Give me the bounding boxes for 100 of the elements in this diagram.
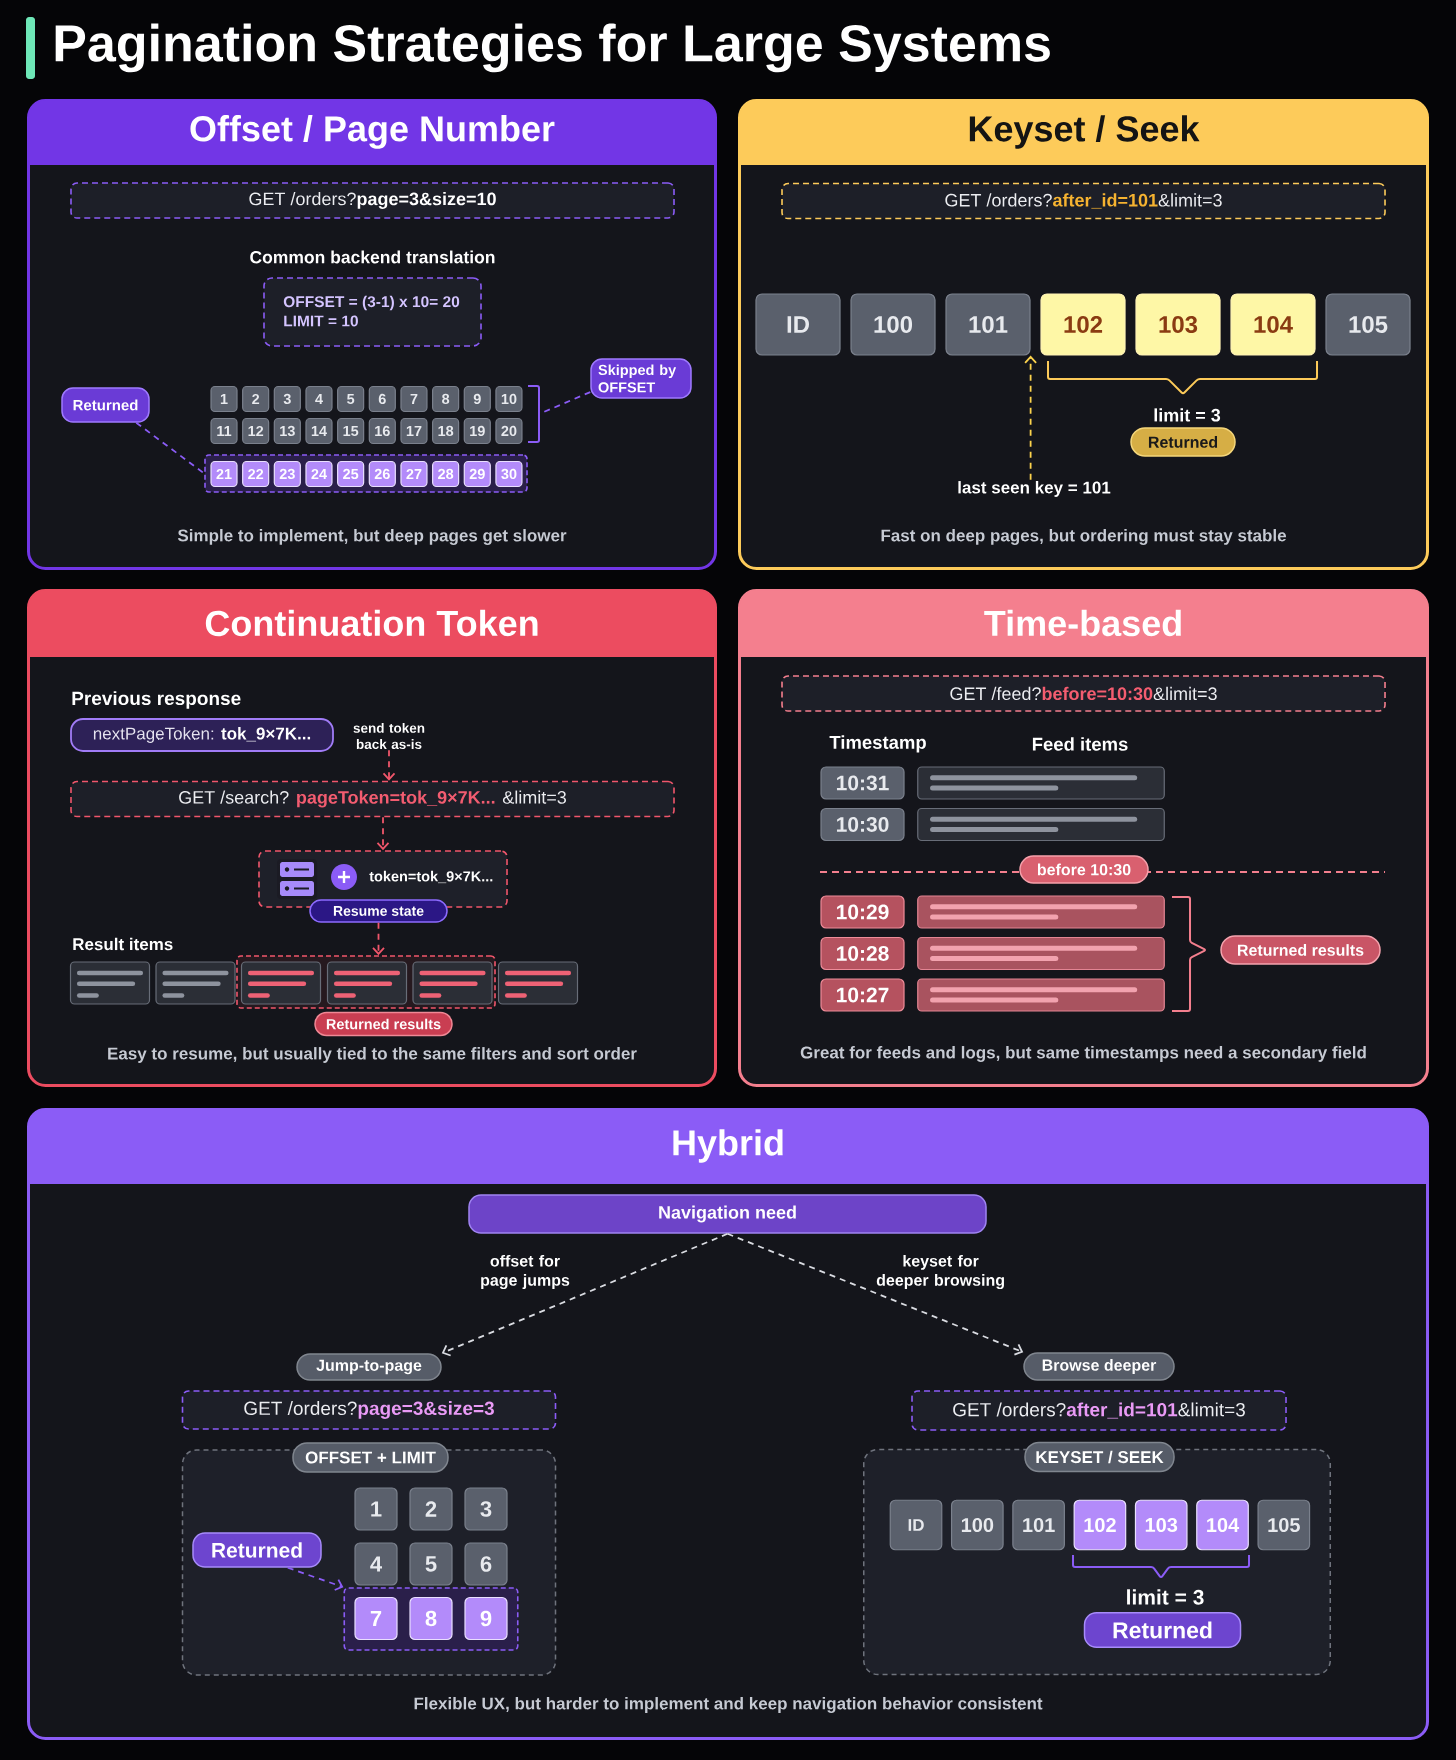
number-tile: 21 xyxy=(210,460,238,488)
number-tile: 11 xyxy=(210,417,238,445)
badge: Jump-to-page xyxy=(296,1353,442,1381)
arrow xyxy=(372,921,385,956)
feed-card xyxy=(917,766,1165,800)
id-tile: 105 xyxy=(1257,1499,1311,1551)
column-heading: Feed items xyxy=(1032,737,1128,751)
badge: Returned results xyxy=(1220,935,1381,965)
number-tile: 16 xyxy=(368,417,396,445)
limit-text: limit = 3 xyxy=(1127,1589,1204,1605)
number-tile: 29 xyxy=(463,460,491,488)
number-tile: 6 xyxy=(368,385,396,413)
badge: before 10:30 xyxy=(1019,855,1149,884)
section-heading: Common backend translation xyxy=(250,250,495,264)
edge-label: keyset for deeper browsing xyxy=(876,1254,1004,1290)
limit-text: limit = 3 xyxy=(1154,408,1221,422)
feed-card xyxy=(917,936,1165,971)
bracket xyxy=(527,385,540,443)
number-tile: 15 xyxy=(337,417,365,445)
id-tile: 103 xyxy=(1135,293,1221,356)
number-tile: 8 xyxy=(432,385,460,413)
note-text: last seen key = 101 xyxy=(958,481,1111,497)
number-tile: 9 xyxy=(463,385,491,413)
id-tile: 104 xyxy=(1230,293,1316,356)
note-text: send token back as-is xyxy=(353,722,425,750)
arrow xyxy=(441,1232,729,1357)
section-heading: Result items xyxy=(73,937,173,951)
badge: Resume state xyxy=(309,899,448,923)
result-card xyxy=(497,961,579,1005)
result-card xyxy=(412,961,493,1005)
request-box: GET /orders?after_id=101&limit=3 xyxy=(911,1390,1287,1431)
column-heading: Timestamp xyxy=(829,735,926,753)
number-tile: 20 xyxy=(495,417,523,445)
number-tile: 28 xyxy=(432,460,460,488)
number-tile: 25 xyxy=(337,460,365,488)
id-tile: ID xyxy=(755,293,841,356)
arrow xyxy=(726,1232,1024,1356)
number-tile: 19 xyxy=(463,417,491,445)
summary-text: Simple to implement, but deep pages get slower xyxy=(177,529,567,545)
request-box: GET /orders?page=3&size=3 xyxy=(181,1390,557,1430)
timestamp-tile: 10:27 xyxy=(820,978,905,1012)
panel-header: Hybrid xyxy=(28,1109,1428,1184)
summary-text: Fast on deep pages, but ordering must stay stable xyxy=(881,529,1286,545)
id-tile: ID xyxy=(889,1499,943,1551)
banner: Navigation need xyxy=(468,1194,987,1234)
number-tile: 3 xyxy=(464,1487,508,1531)
badge: Returned xyxy=(61,387,150,423)
leader-line xyxy=(286,1566,344,1591)
arrow xyxy=(376,816,390,851)
number-tile: 5 xyxy=(409,1542,453,1586)
summary-text: Flexible UX, but harder to implement and keep navigation behavior consistent xyxy=(414,1697,1043,1713)
timestamp-tile: 10:28 xyxy=(820,936,905,971)
leader-line xyxy=(135,421,206,475)
number-tile: 12 xyxy=(242,417,270,445)
badge: Returned xyxy=(1083,1612,1242,1648)
title: Pagination Strategies for Large Systems xyxy=(55,23,1050,73)
feed-card xyxy=(917,895,1165,929)
number-tile: 6 xyxy=(464,1542,508,1586)
panel-header: Keyset / Seek xyxy=(739,100,1428,165)
number-tile: 2 xyxy=(242,385,270,413)
number-tile: 5 xyxy=(337,385,365,413)
number-tile: 4 xyxy=(305,385,333,413)
number-tile: 24 xyxy=(305,460,333,488)
summary-text: Easy to resume, but usually tied to the same filters and sort order xyxy=(108,1047,637,1063)
id-tile: 102 xyxy=(1073,1499,1127,1551)
number-tile: 7 xyxy=(400,385,428,413)
request-box: GET /feed?before=10:30&limit=3 xyxy=(781,675,1386,712)
result-card xyxy=(69,961,151,1005)
number-tile: 10 xyxy=(495,385,523,413)
feed-card xyxy=(917,978,1165,1012)
edge-label: offset for page jumps xyxy=(481,1254,570,1290)
id-tile: 103 xyxy=(1134,1499,1188,1551)
number-tile: 30 xyxy=(495,460,523,488)
feed-card xyxy=(917,807,1165,842)
number-tile: 27 xyxy=(400,460,428,488)
id-tile: 100 xyxy=(950,1499,1004,1551)
result-card xyxy=(240,961,322,1005)
result-card xyxy=(155,961,236,1005)
id-tile: 102 xyxy=(1040,293,1126,356)
request-box: GET /orders?after_id=101&limit=3 xyxy=(781,182,1386,220)
summary-text: Great for feeds and logs, but same timestamps need a secondary field xyxy=(800,1046,1366,1062)
number-tile: 1 xyxy=(210,385,238,413)
badge: KEYSET / SEEK xyxy=(1024,1441,1175,1473)
formula-box: OFFSET = (3-1) x 10= 20 LIMIT = 10 xyxy=(263,277,482,347)
id-tile: 100 xyxy=(850,293,936,356)
request-box: GET /orders?page=3&size=10 xyxy=(70,182,675,219)
id-tile: 101 xyxy=(1012,1499,1065,1551)
number-tile: 9 xyxy=(464,1596,508,1641)
timestamp-tile: 10:31 xyxy=(820,766,905,800)
id-tile: 105 xyxy=(1325,293,1411,356)
number-tile: 14 xyxy=(305,417,333,445)
number-tile: 4 xyxy=(354,1542,398,1586)
id-tile: 101 xyxy=(945,293,1031,356)
number-tile: 26 xyxy=(368,460,396,488)
section-heading: Previous response xyxy=(72,691,241,709)
number-tile: 7 xyxy=(354,1596,398,1641)
badge: OFFSET + LIMIT xyxy=(292,1442,449,1473)
result-card xyxy=(326,961,408,1005)
panel-header: Offset / Page Number xyxy=(28,100,716,165)
panel-header: Time-based xyxy=(739,590,1428,657)
